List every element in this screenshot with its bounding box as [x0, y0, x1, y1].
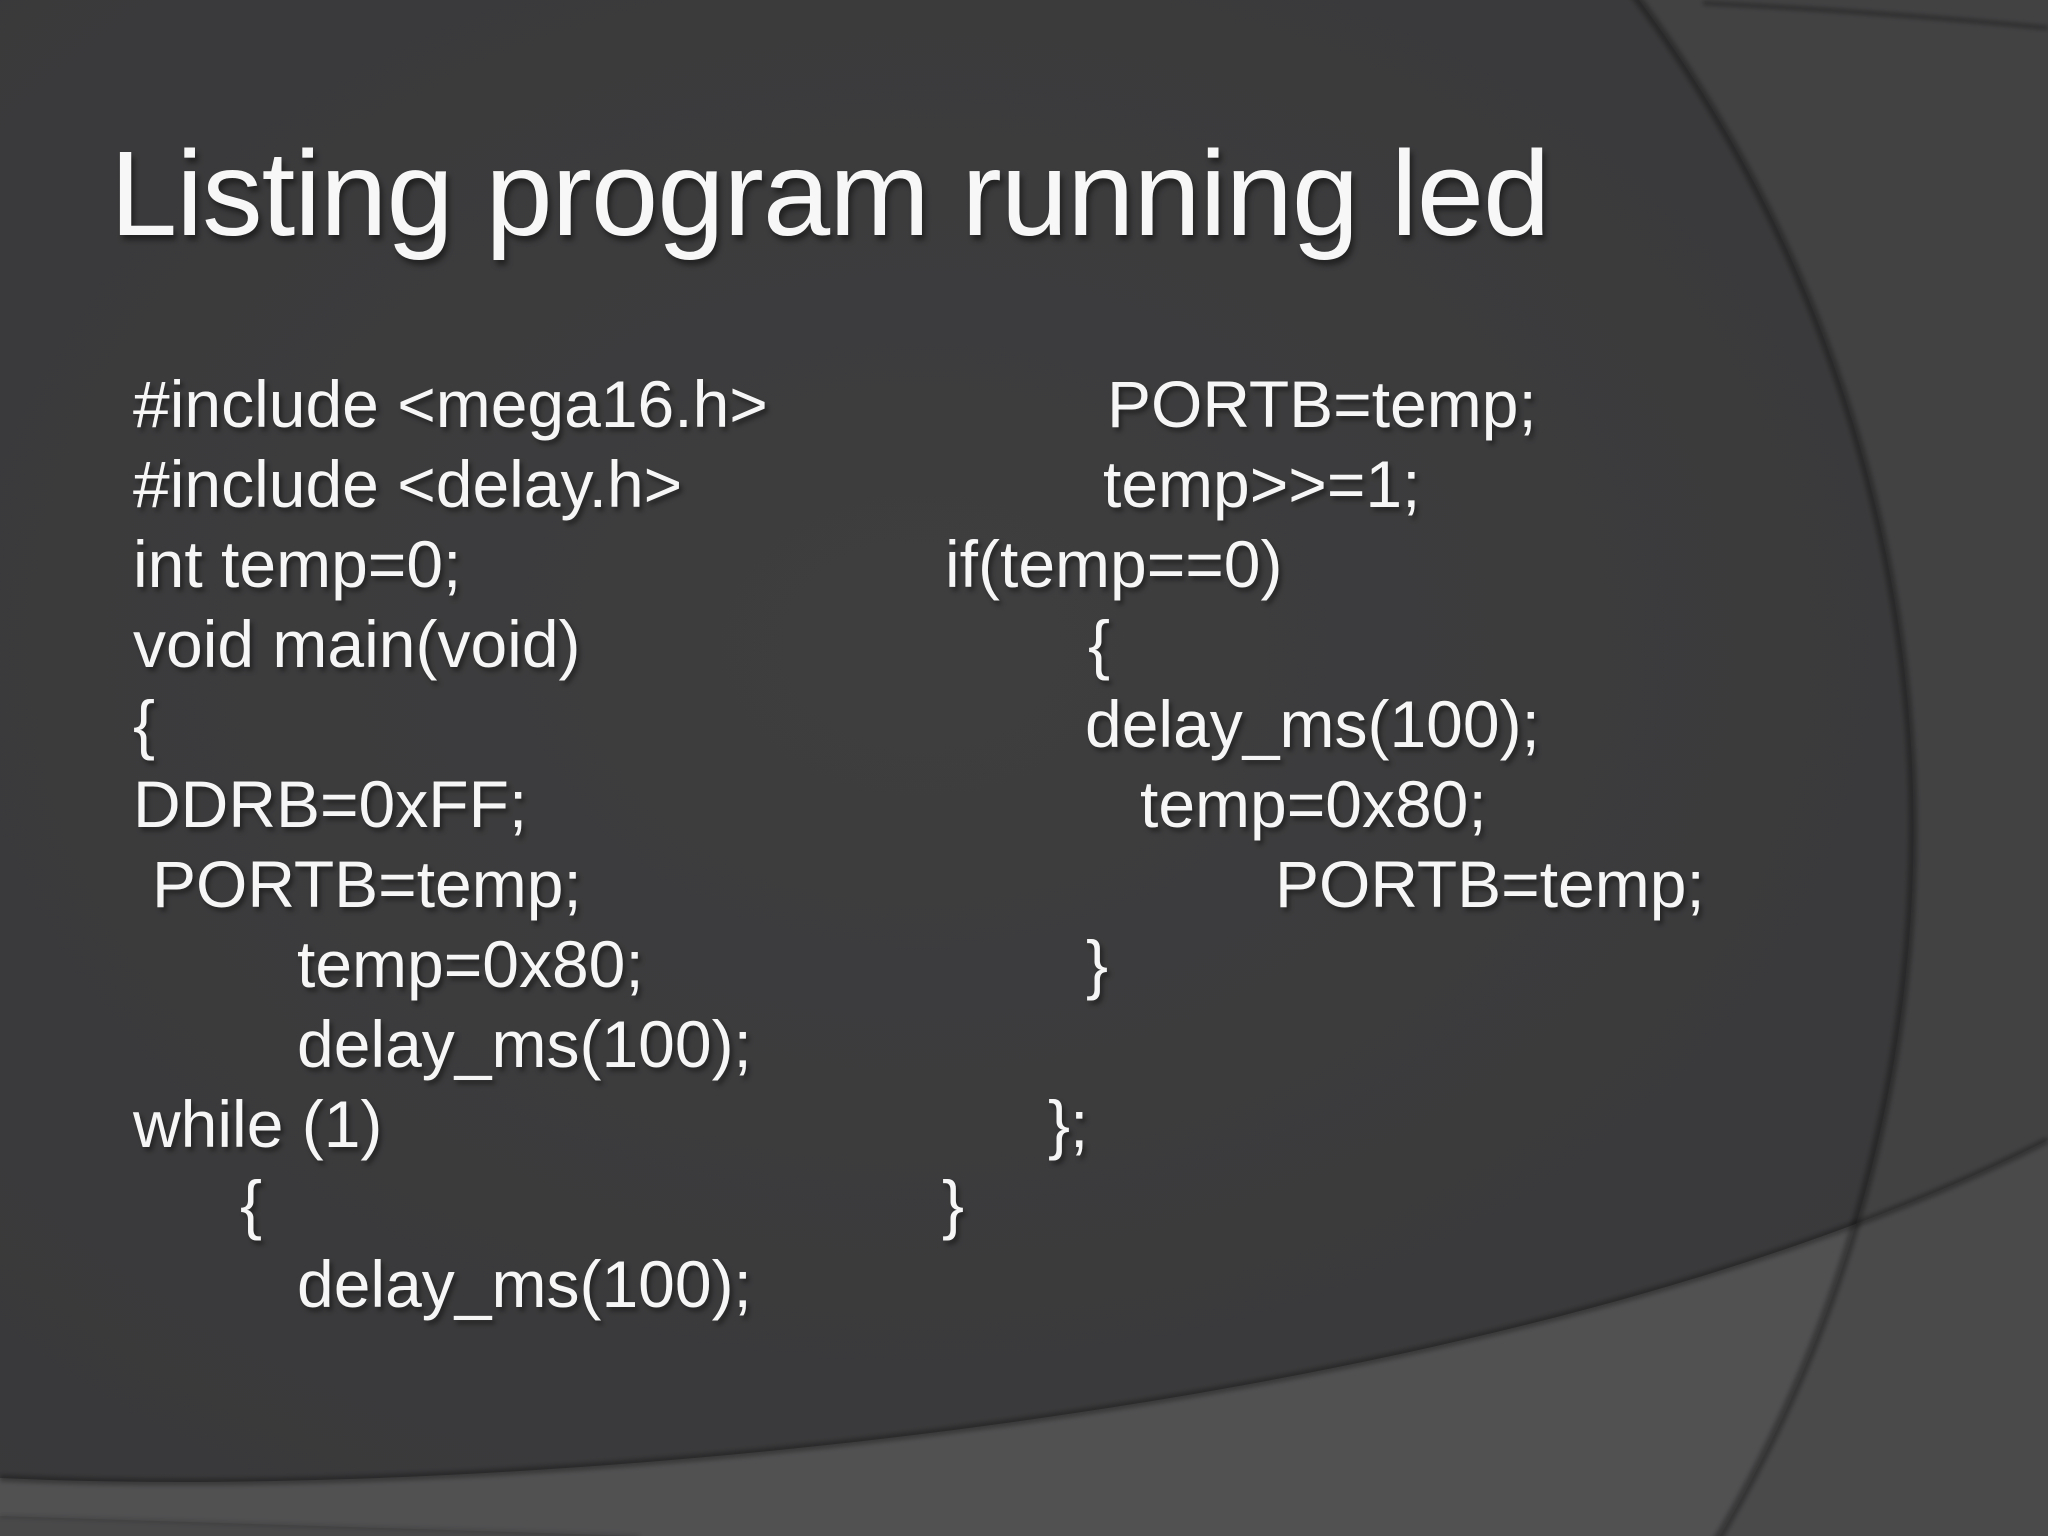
code-line: { — [133, 687, 156, 761]
code-line: while (1) — [133, 1087, 383, 1161]
code-line: temp=0x80; — [1140, 767, 1487, 841]
code-line: } — [1086, 927, 1109, 1001]
code-line: delay_ms(100); — [297, 1247, 752, 1321]
code-line: delay_ms(100); — [1085, 687, 1540, 761]
code-line: temp=0x80; — [297, 927, 644, 1001]
code-line: temp>>=1; — [1103, 447, 1421, 521]
slide-title: Listing program running led — [110, 125, 1550, 261]
code-line: void main(void) — [133, 607, 581, 681]
code-line: { — [1088, 607, 1111, 681]
code-line: #include <mega16.h> — [133, 367, 768, 441]
corner-arc-line-topright — [1702, 1, 2048, 30]
code-line: } — [942, 1167, 965, 1241]
swoosh-region-bottom — [0, 1140, 2048, 1536]
code-line: PORTB=temp; — [1107, 367, 1537, 441]
corner-wedge-line — [0, 1514, 641, 1536]
arc-edge-shadow — [1632, 0, 1918, 1536]
code-line: }; — [1048, 1087, 1089, 1161]
code-line: DDRB=0xFF; — [133, 767, 528, 841]
code-line: PORTB=temp; — [1275, 847, 1705, 921]
code-line: delay_ms(100); — [297, 1007, 752, 1081]
code-line: if(temp==0) — [945, 527, 1283, 601]
swoosh-edge-shadow — [0, 1136, 2048, 1486]
code-line: #include <delay.h> — [133, 447, 683, 521]
code-line: { — [240, 1167, 263, 1241]
code-line: PORTB=temp; — [152, 847, 582, 921]
code-line: int temp=0; — [133, 527, 462, 601]
